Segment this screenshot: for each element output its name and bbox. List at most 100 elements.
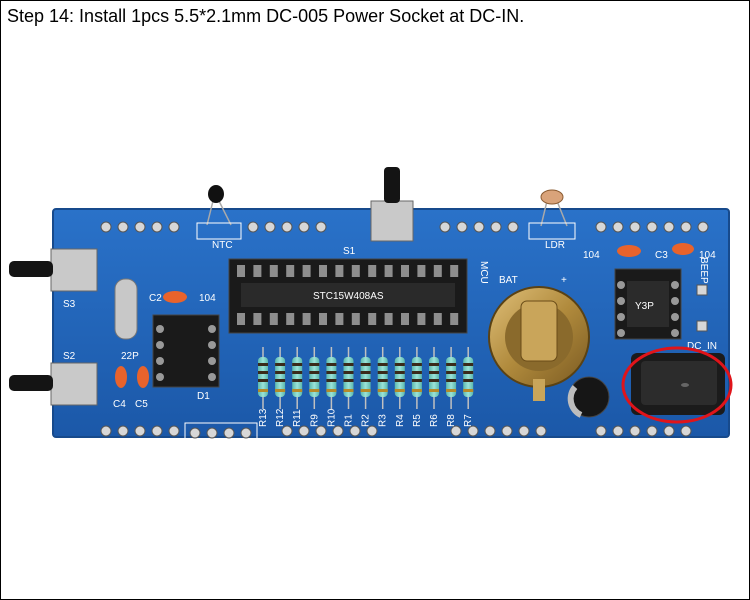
mcu-socket-pin <box>253 313 262 325</box>
resistor-band <box>360 379 371 382</box>
cap-104-label-c: 104 <box>199 293 216 304</box>
mcu-socket-pin <box>319 313 327 325</box>
resistor-band <box>326 363 337 366</box>
resistor-band <box>326 371 337 374</box>
resistor-label-r10: R10 <box>326 408 337 427</box>
resistor-label-r7: R7 <box>463 414 474 427</box>
resistor-label-r3: R3 <box>378 414 389 427</box>
resistor-band <box>446 371 457 374</box>
top-pad-row-left <box>100 221 709 233</box>
dc-in-highlight-circle <box>621 346 733 424</box>
resistor-band <box>309 363 320 366</box>
resistor-band <box>360 363 371 366</box>
resistor-band <box>429 371 439 374</box>
resistor-band <box>309 389 320 392</box>
mcu-socket-pin <box>368 313 377 325</box>
mcu-socket-pin <box>433 265 442 277</box>
c2-label: C2 <box>149 293 162 304</box>
resistor-r8 <box>446 357 457 397</box>
resistor-r7 <box>463 357 474 397</box>
resistor-band <box>275 379 286 382</box>
resistor-band <box>394 371 405 374</box>
plus-label: + <box>561 275 567 286</box>
header-pins-label: G R T V <box>193 445 229 456</box>
resistor-r10 <box>326 357 337 397</box>
resistor-r11 <box>292 357 303 397</box>
resistor-r12 <box>275 357 286 397</box>
resistor-band <box>411 371 422 374</box>
resistor-band <box>292 363 303 366</box>
s1-push-button <box>370 167 414 242</box>
capacitor-c3 <box>672 243 694 255</box>
resistor-label-r5: R5 <box>412 414 423 427</box>
mcu-socket-pin <box>401 265 409 277</box>
resistor-r1 <box>343 357 354 397</box>
resistor-band <box>394 363 405 366</box>
s2-label: S2 <box>63 351 76 362</box>
mcu-socket-pin <box>319 265 327 277</box>
resistor-band <box>394 379 405 382</box>
resistor-band <box>343 363 354 366</box>
eeprom-ic-socket <box>614 268 682 340</box>
right-square-pads <box>696 284 708 332</box>
d1-label: D1 <box>197 391 210 402</box>
mcu-chip-label: STC15W408AS <box>313 291 384 302</box>
mcu-socket-pin <box>335 313 344 325</box>
mcu-ic-socket <box>228 258 468 334</box>
s3-label: S3 <box>63 299 76 310</box>
d1-ic-socket <box>152 314 220 388</box>
resistor-label-r13: R13 <box>258 408 269 427</box>
resistor-r6 <box>429 357 439 397</box>
resistor-r4 <box>394 357 405 397</box>
dc-in-label: DC_IN <box>687 341 717 352</box>
resistor-label-r6: R6 <box>429 414 440 427</box>
mcu-socket-pin <box>384 265 393 277</box>
serial-header-outline <box>184 422 258 444</box>
mcu-socket-pin <box>269 265 278 277</box>
resistor-label-r1: R1 <box>344 414 355 427</box>
cap-104-label-b: 104 <box>699 250 716 261</box>
resistor-r5 <box>411 357 422 397</box>
resistor-label-r12: R12 <box>275 408 286 427</box>
cap-104-label-a: 104 <box>583 250 600 261</box>
resistor-band <box>463 379 474 382</box>
mcu-pins-top <box>237 265 459 277</box>
resistor-band <box>275 389 286 392</box>
mcu-socket-pin <box>384 313 393 325</box>
resistor-band <box>275 363 286 366</box>
step-instruction-text: Step 14: Install 1pcs 5.5*2.1mm DC-005 P… <box>7 6 525 26</box>
ntc-thermistor <box>196 185 242 240</box>
resistor-band <box>411 363 422 366</box>
resistor-band <box>446 363 457 366</box>
bottom-pad-row <box>100 425 692 439</box>
resistor-band <box>360 389 371 392</box>
c4-label: C4 <box>113 399 126 410</box>
mcu-pins-bottom <box>237 313 459 325</box>
resistor-band <box>343 389 354 392</box>
mcu-socket-pin <box>351 265 360 277</box>
resistor-band <box>377 371 388 374</box>
resistor-band <box>463 389 474 392</box>
capacitor-c2-left <box>163 291 187 303</box>
resistor-band <box>258 379 268 382</box>
mcu-socket-pin <box>302 265 311 277</box>
capacitor-c2-right <box>617 245 641 257</box>
resistor-label-r9: R9 <box>309 414 320 427</box>
resistor-band <box>326 379 337 382</box>
resistor-r9 <box>309 357 320 397</box>
resistor-band <box>377 389 388 392</box>
mcu-socket-pin <box>433 313 442 325</box>
c3-label: C3 <box>655 250 668 261</box>
mcu-socket-pin <box>237 265 245 277</box>
resistor-band <box>446 379 457 382</box>
bat-label: BAT <box>499 275 518 286</box>
resistor-band <box>309 379 320 382</box>
ntc-label: NTC <box>212 240 233 251</box>
mcu-socket-pin <box>286 313 295 325</box>
resistor-band <box>292 379 303 382</box>
resistor-band <box>292 371 303 374</box>
ldr-label: LDR <box>545 240 565 251</box>
